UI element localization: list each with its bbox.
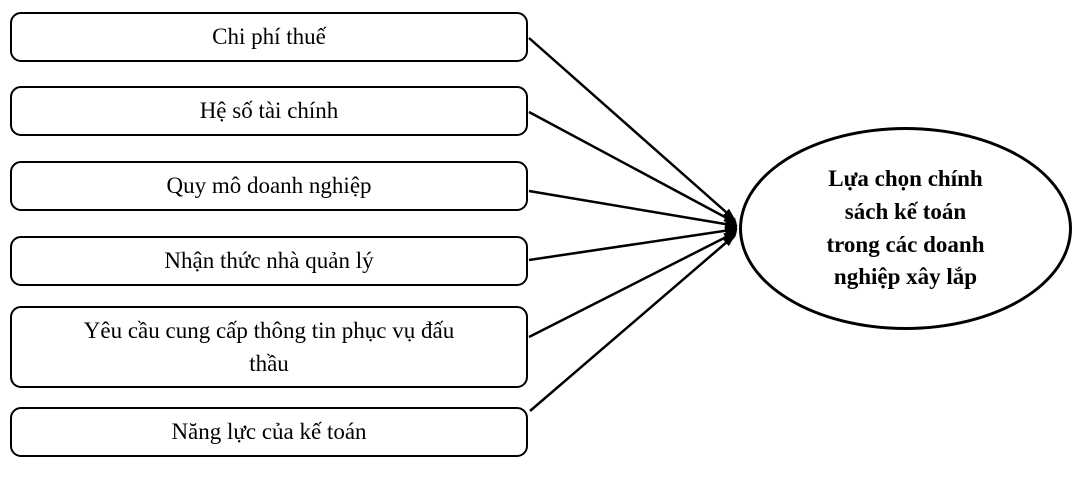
outcome-ellipse: Lựa chọn chính sách kế toán trong các do… [739,127,1072,330]
factor-box-tax-cost: Chi phí thuế [10,12,528,62]
connector-factor-3 [528,189,738,229]
arrowhead-cluster [725,216,737,240]
factor-label: Yêu cầu cung cấp thông tin phục vụ đấu t… [83,317,455,376]
factor-label: Năng lực của kế toán [171,419,367,445]
factor-label: Hệ số tài chính [199,98,339,124]
outcome-label: Lựa chọn chính sách kế toán trong các do… [826,166,985,290]
connector-factor-5 [528,230,737,339]
connector-factor-4 [528,226,738,262]
factor-box-bidding-information: Yêu cầu cung cấp thông tin phục vụ đấu t… [10,306,528,388]
connector-factor-2 [528,110,737,225]
factor-box-accountant-competence: Năng lực của kế toán [10,407,528,457]
connector-factor-6 [529,234,736,412]
factor-label: Nhận thức nhà quản lý [164,248,374,274]
connector-factor-1 [528,37,736,221]
factor-box-enterprise-size: Quy mô doanh nghiệp [10,161,528,211]
factor-label: Quy mô doanh nghiệp [166,173,372,199]
factor-box-financial-ratio: Hệ số tài chính [10,86,528,136]
factor-box-manager-awareness: Nhận thức nhà quản lý [10,236,528,286]
factor-label: Chi phí thuế [212,24,326,50]
